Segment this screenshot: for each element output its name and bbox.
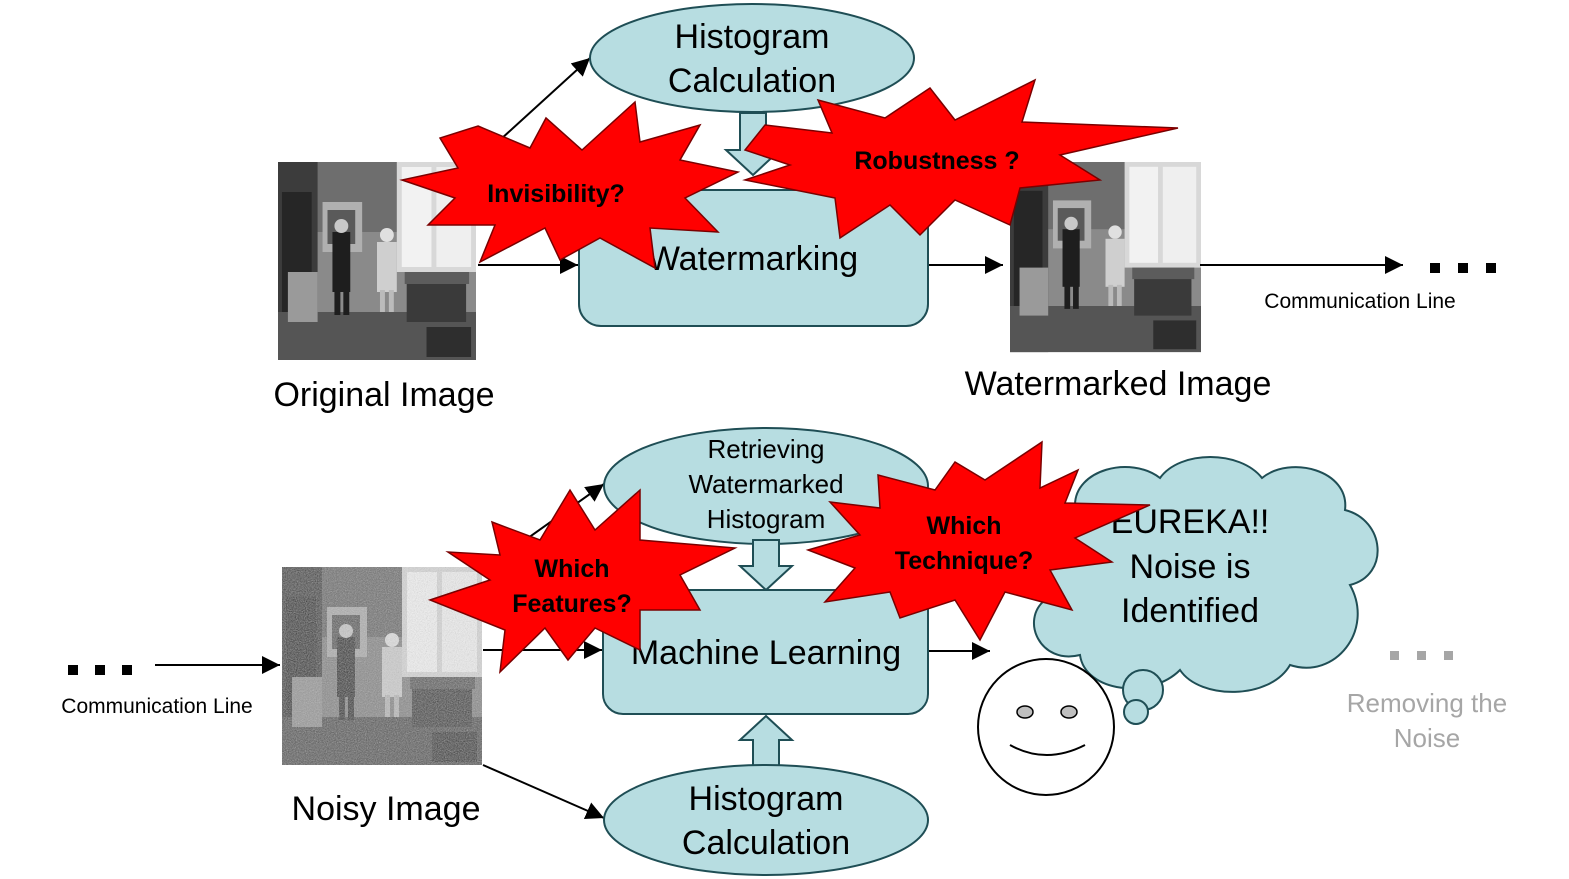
histogram-calculation-ellipse-bottom [603, 764, 929, 876]
which-features-burst [427, 488, 738, 675]
grey-ellipsis [1390, 651, 1453, 660]
watermarking-label: Watermarking [648, 240, 858, 278]
noisy-image-caption: Noisy Image [292, 790, 481, 828]
retrieving-label-line1: Retrieving [707, 434, 824, 464]
block-arrow-up-bottom [737, 714, 795, 768]
which-features-label-line1: Which [535, 555, 610, 583]
histogram-label-bottom-line2: Calculation [682, 824, 850, 862]
smiley-face-icon [977, 658, 1115, 796]
which-technique-label-line2: Technique? [895, 547, 1033, 575]
machine-learning-label: Machine Learning [631, 634, 901, 672]
machine-learning-box [602, 589, 929, 715]
original-image-caption: Original Image [273, 376, 494, 414]
cloud-text-line2: Noise is [1130, 548, 1251, 586]
ellipsis-top [1430, 263, 1496, 273]
histogram-label-bottom-line1: Histogram [689, 780, 844, 818]
which-features-label-line2: Features? [512, 590, 631, 618]
removing-noise-line1: Removing the [1347, 688, 1507, 718]
robustness-burst [742, 78, 1179, 240]
cloud-text-line3: Identified [1121, 592, 1259, 630]
retrieving-label-line3: Histogram [707, 504, 825, 534]
block-arrow-down-bottom [737, 539, 795, 592]
invisibility-label: Invisibility? [487, 180, 625, 208]
robustness-label: Robustness ? [854, 147, 1019, 175]
communication-line-top-label: Communication Line [1264, 290, 1455, 313]
histogram-label-top-line2: Calculation [668, 62, 836, 100]
communication-line-bottom-label: Communication Line [61, 695, 252, 718]
watermarked-image-photo [1010, 162, 1201, 353]
invisibility-burst [399, 100, 741, 270]
retrieving-label-line2: Watermarked [688, 469, 843, 499]
watermarked-image-caption: Watermarked Image [965, 365, 1272, 403]
arrow-noisy-to-histogram-bottom [482, 764, 605, 820]
which-technique-label-line1: Which [927, 512, 1002, 540]
which-technique-burst [805, 440, 1151, 642]
ellipsis-bottom-left [68, 665, 132, 675]
histogram-label-top-line1: Histogram [675, 18, 830, 56]
removing-noise-line2: Noise [1394, 723, 1460, 753]
